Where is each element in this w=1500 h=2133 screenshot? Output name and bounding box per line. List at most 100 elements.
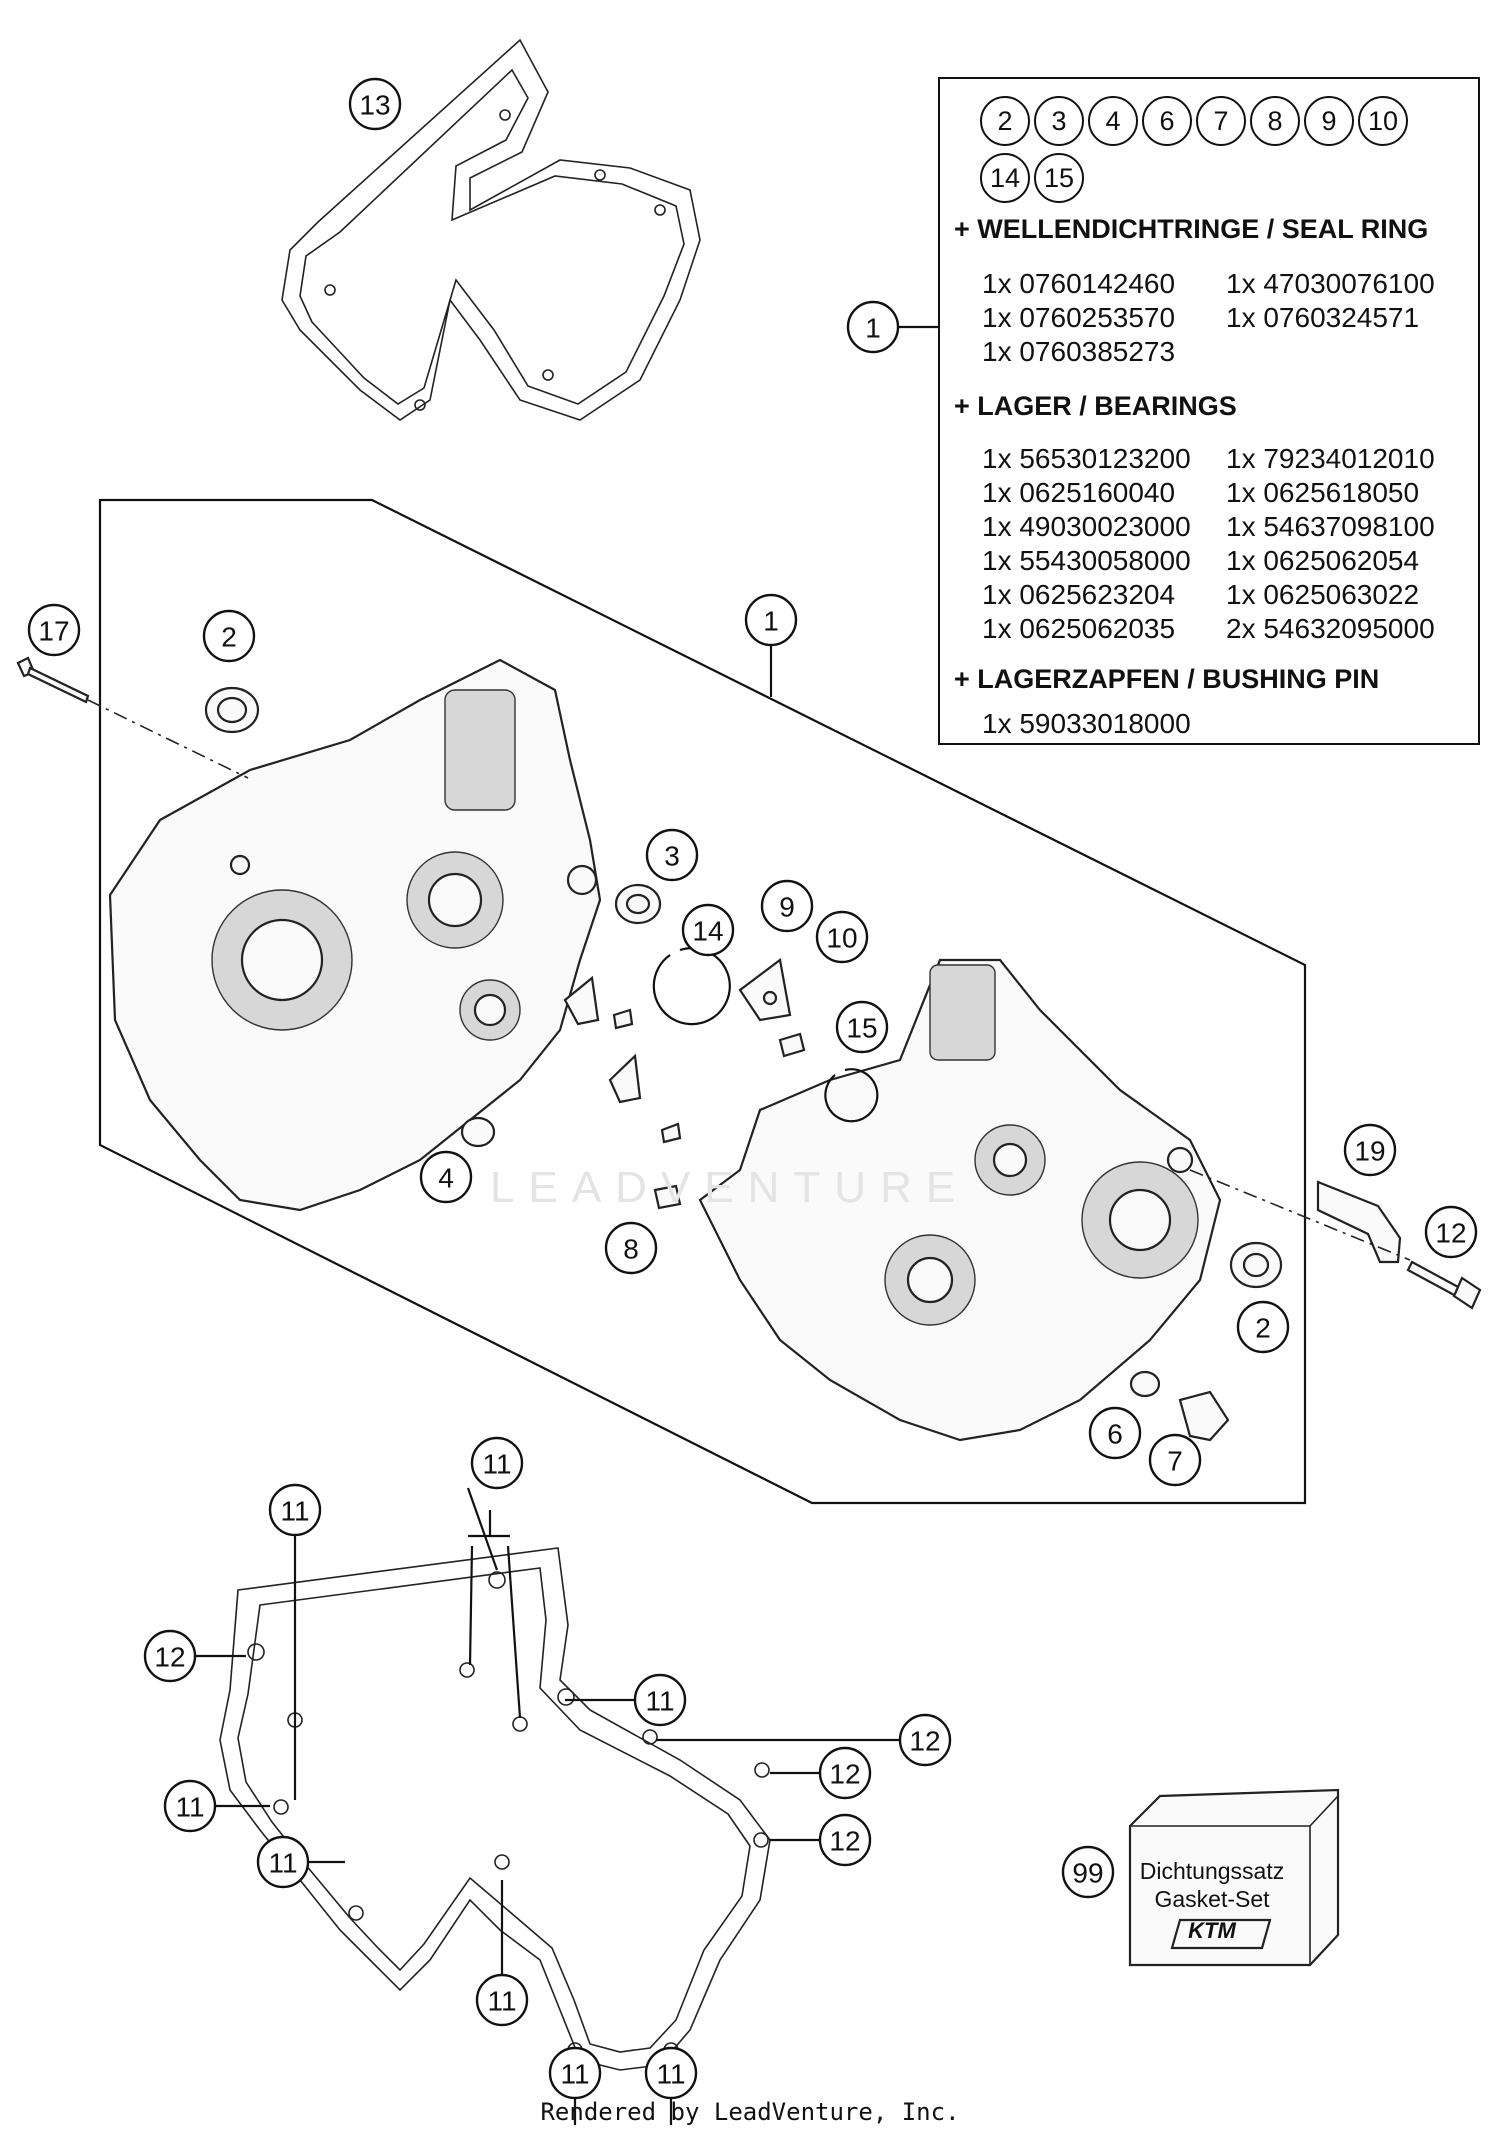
pin-8 — [653, 1184, 682, 1210]
svg-text:2: 2 — [1255, 1313, 1271, 1344]
svg-text:99: 99 — [1072, 1858, 1103, 1889]
svg-text:12: 12 — [154, 1642, 185, 1673]
svg-text:11: 11 — [560, 2059, 589, 2090]
alignment-line-right — [1189, 1169, 1411, 1261]
chip: 8 — [1250, 96, 1300, 146]
plug-7 — [1178, 1390, 1230, 1442]
callout-14: 14 — [681, 903, 735, 957]
callout-17: 17 — [27, 603, 81, 657]
callout-13: 13 — [348, 77, 402, 131]
bearings-list: 1x 56530123200 1x 79234012010 1x 0625160… — [982, 442, 1476, 646]
list-item: 1x 54637098100 — [1226, 511, 1435, 542]
callout-12-d: 12 — [818, 1813, 872, 1867]
list-item: 1x 0625063022 — [1226, 579, 1420, 610]
svg-text:11: 11 — [175, 1792, 204, 1823]
svg-text:17: 17 — [38, 616, 69, 647]
svg-text:4: 4 — [438, 1163, 454, 1194]
callout-15: 15 — [835, 1000, 889, 1054]
gasket-set-box — [1128, 1788, 1340, 1967]
callout-7: 7 — [1148, 1433, 1202, 1487]
callout-8: 8 — [604, 1221, 658, 1275]
svg-text:11: 11 — [645, 1686, 674, 1717]
alignment-line-left — [87, 699, 249, 779]
svg-text:13: 13 — [359, 90, 390, 121]
callout-10: 10 — [815, 910, 869, 964]
list-item: 2x 54632095000 — [1226, 613, 1435, 644]
svg-text:1: 1 — [865, 313, 881, 344]
circlip-14 — [652, 947, 731, 1026]
bearings-heading: + LAGER / BEARINGS — [954, 391, 1237, 421]
callout-11-b: 11 — [633, 1673, 687, 1727]
callout-12-b: 12 — [898, 1713, 952, 1767]
chip: 9 — [1304, 96, 1354, 146]
svg-text:11: 11 — [280, 1496, 309, 1527]
callout-12-c: 12 — [818, 1746, 872, 1800]
svg-text:12: 12 — [1435, 1218, 1466, 1249]
svg-text:11: 11 — [656, 2059, 685, 2090]
callout-6: 6 — [1088, 1406, 1142, 1460]
list-item: 1x 0625623204 — [982, 579, 1176, 610]
svg-text:6: 6 — [1107, 1419, 1123, 1450]
list-item: 1x 47030076100 — [1226, 268, 1435, 299]
list-item: 1x 49030023000 — [982, 511, 1191, 542]
part-contents-box: 2 3 4 6 7 8 9 10 14 15 + WELLENDICHTRING… — [938, 77, 1480, 745]
callout-19: 19 — [1343, 1123, 1397, 1177]
callout-12-a: 12 — [143, 1629, 197, 1683]
svg-text:8: 8 — [623, 1234, 639, 1265]
svg-text:14: 14 — [692, 916, 723, 947]
callout-2-right: 2 — [1236, 1300, 1290, 1354]
list-item: 1x 79234012010 — [1226, 443, 1435, 474]
svg-text:11: 11 — [482, 1449, 511, 1480]
svg-text:12: 12 — [829, 1826, 860, 1857]
svg-text:9: 9 — [779, 892, 795, 923]
included-parts-row-1: 2 3 4 6 7 8 9 10 — [980, 96, 1408, 146]
left-crankcase-half — [108, 658, 602, 1212]
list-item: 1x 0625062035 — [982, 613, 1176, 644]
chip: 10 — [1358, 96, 1408, 146]
seal-ring-list: 1x 0760142460 1x 47030076100 1x 07602535… — [982, 267, 1476, 369]
included-parts-row-2: 14 15 — [980, 153, 1084, 203]
svg-text:12: 12 — [909, 1726, 940, 1757]
svg-text:2: 2 — [221, 622, 237, 653]
chip: 4 — [1088, 96, 1138, 146]
list-item: 1x 0625160040 — [982, 477, 1176, 508]
callout-11-d: 11 — [256, 1835, 310, 1889]
chip: 15 — [1034, 153, 1084, 203]
callout-9: 9 — [760, 879, 814, 933]
svg-text:10: 10 — [826, 923, 857, 954]
leader-lines — [195, 325, 938, 2125]
svg-text:1: 1 — [763, 606, 779, 637]
assembly-frame — [98, 498, 1307, 1505]
list-item: 1x 0760142460 — [982, 268, 1176, 299]
bushing-pin-heading: + LAGERZAPFEN / BUSHING PIN — [954, 664, 1380, 694]
washer-6 — [1129, 1370, 1161, 1398]
callout-4: 4 — [419, 1150, 473, 1204]
ktm-logo: KTM — [1188, 1918, 1236, 1943]
footer-credit: Rendered by LeadVenture, Inc. — [540, 2098, 960, 2126]
svg-text:12: 12 — [829, 1759, 860, 1790]
circlip-15 — [824, 1068, 879, 1123]
gasket-set-line-2: Gasket-Set — [1154, 1886, 1270, 1912]
callout-11-f: 11 — [548, 2046, 602, 2100]
svg-text:15: 15 — [846, 1013, 877, 1044]
list-item: 1x 55430058000 — [982, 545, 1191, 576]
svg-text:7: 7 — [1167, 1446, 1183, 1477]
callout-2-left: 2 — [202, 609, 256, 663]
svg-text:11: 11 — [268, 1848, 297, 1879]
bushing-2-left — [204, 686, 260, 734]
list-item: 1x 0760324571 — [1226, 302, 1420, 333]
retainer-left-small — [563, 975, 682, 1144]
gasket-set-label: Dichtungssatz Gasket-Set KTM — [1137, 1857, 1287, 1945]
svg-text:11: 11 — [487, 1986, 516, 2017]
list-item: 1x 56530123200 — [982, 443, 1191, 474]
retainer-9 — [738, 958, 792, 1022]
callout-11-top: 11 — [470, 1436, 524, 1490]
screw-10 — [778, 1032, 806, 1058]
bushing-2-right — [1229, 1241, 1283, 1289]
callout-99: 99 — [1061, 1845, 1115, 1899]
seal-ring-heading: + WELLENDICHTRINGE / SEAL RING — [954, 214, 1429, 244]
svg-text:3: 3 — [664, 841, 680, 872]
callout-11-e: 11 — [475, 1973, 529, 2027]
bearing-3 — [614, 883, 662, 925]
